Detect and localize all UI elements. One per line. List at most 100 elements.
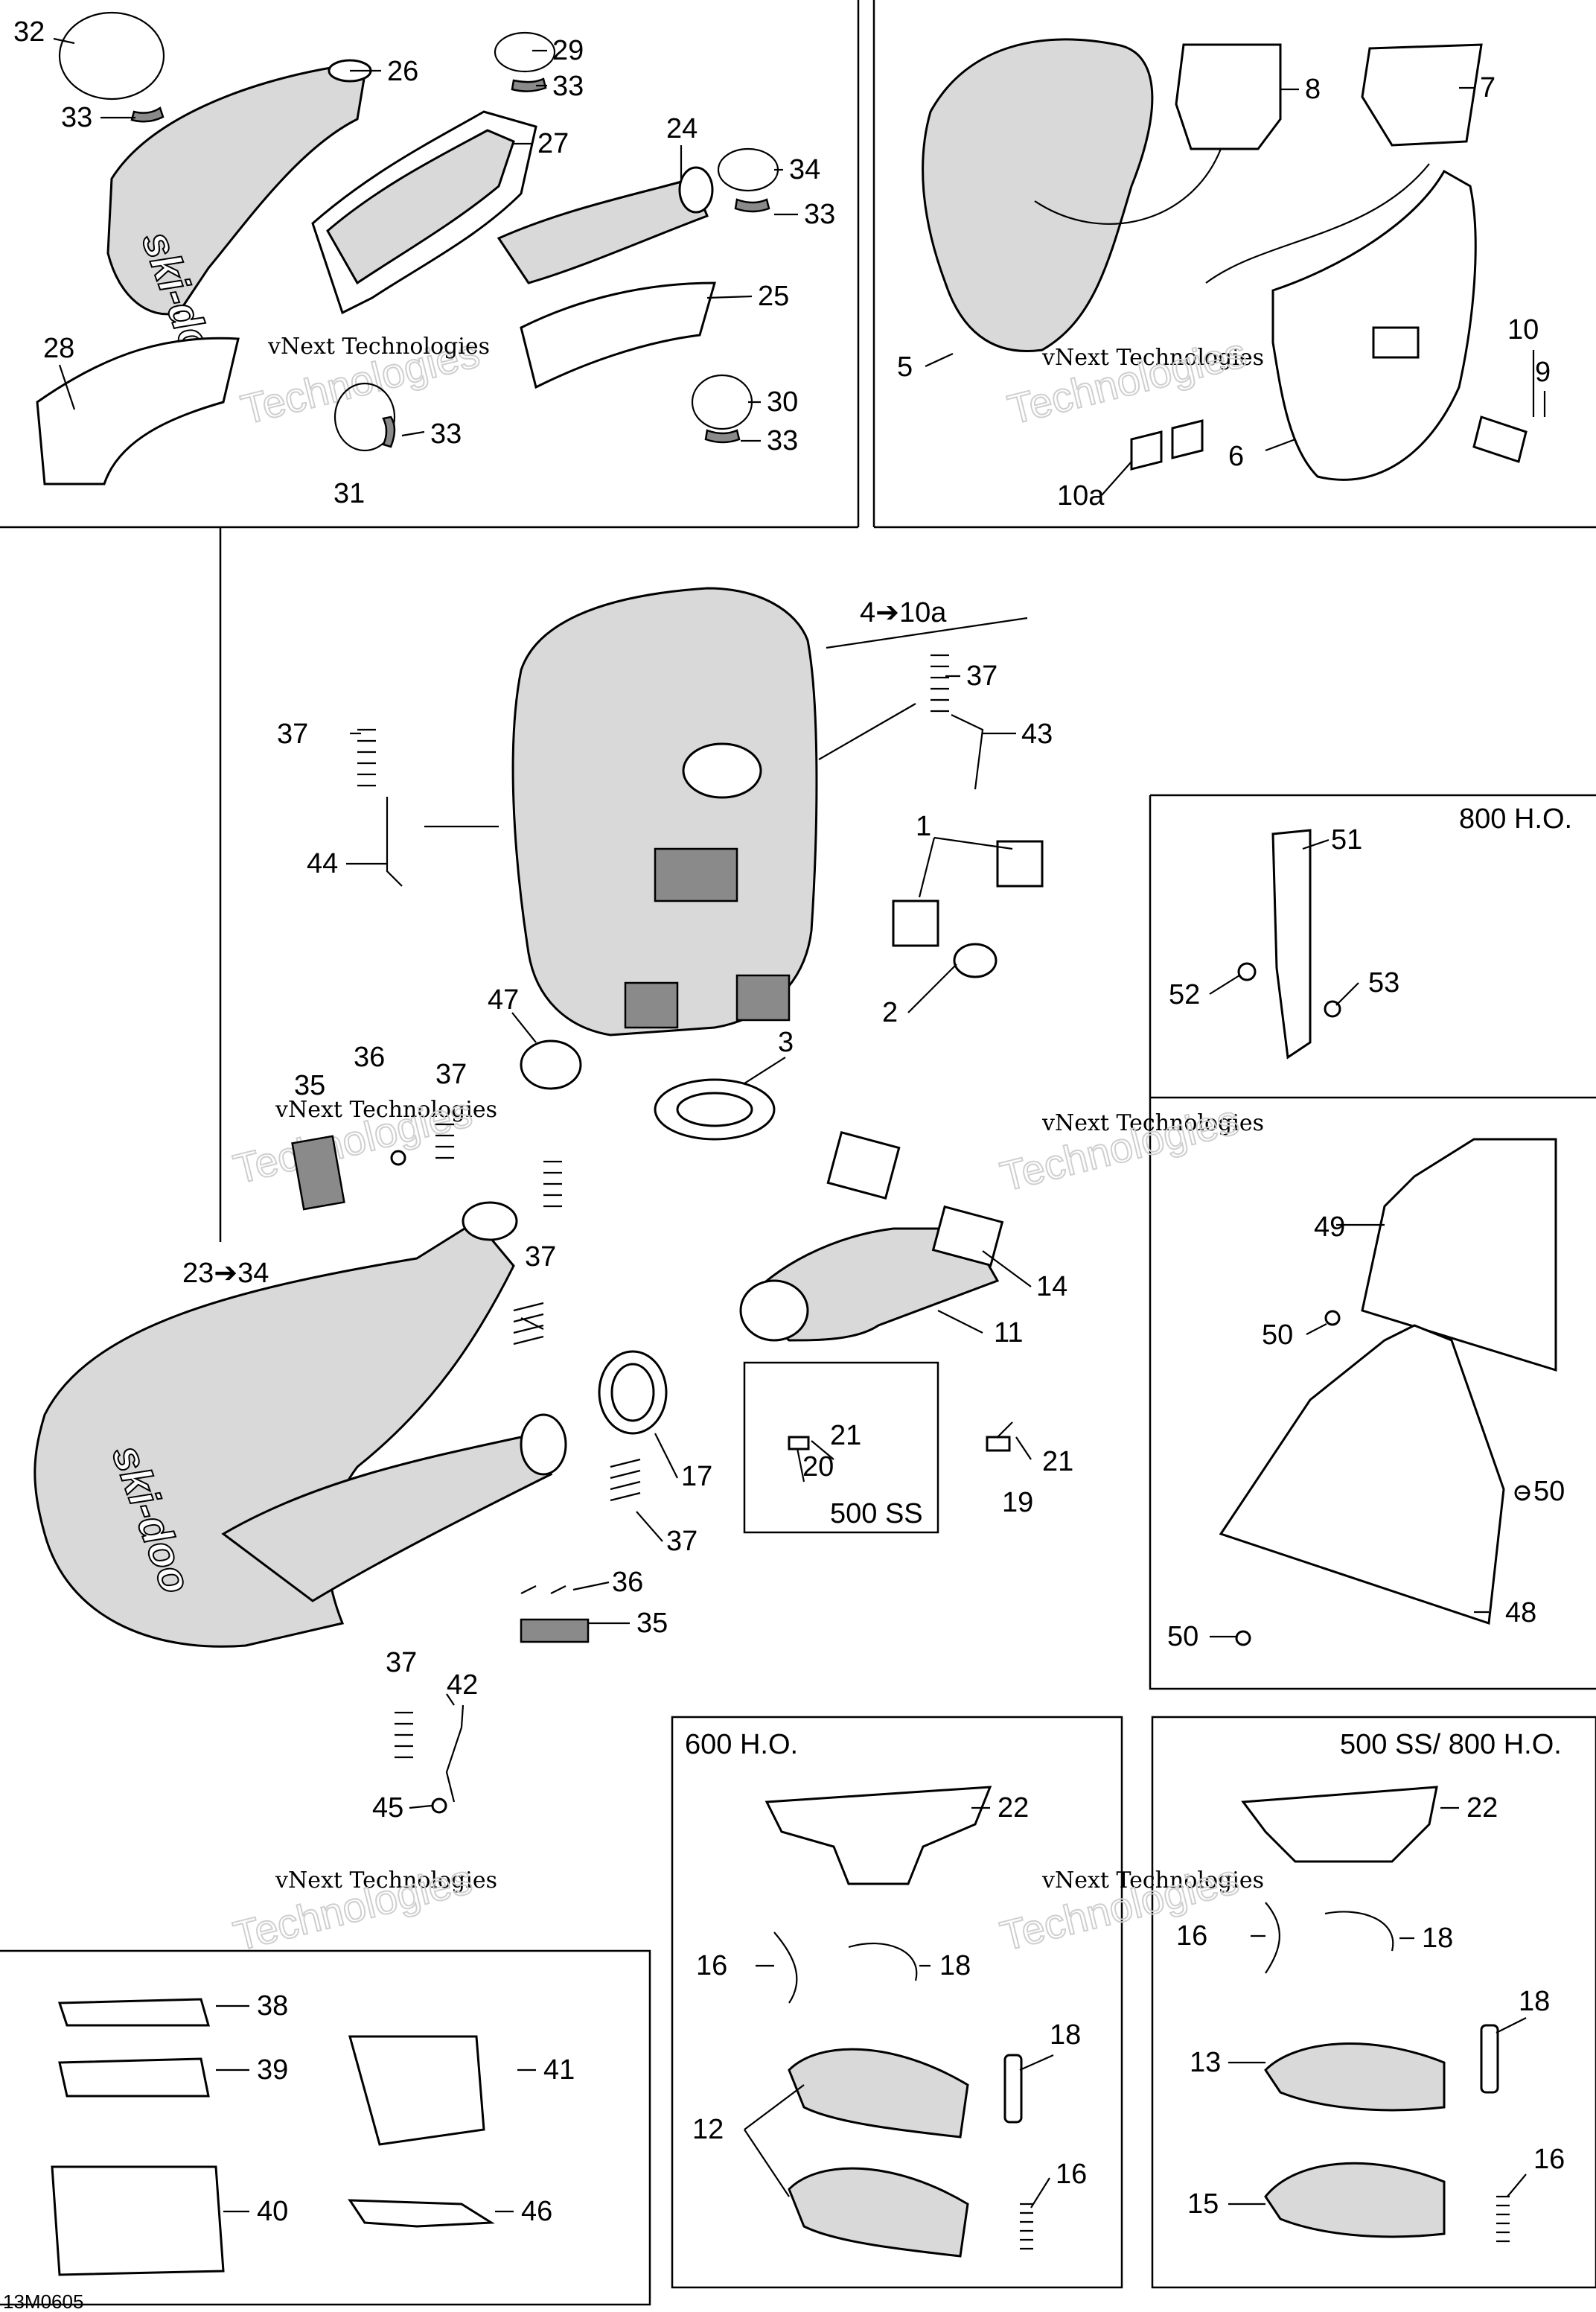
callout-22: 22 (1466, 1792, 1498, 1824)
gasket-22 (765, 1786, 992, 1885)
clamp-ring-29 (494, 31, 556, 73)
callout-4-to-10a: 4➔10a (860, 597, 947, 628)
leader (1205, 163, 1430, 284)
clamp-18 (848, 1942, 918, 1981)
callout-1: 1 (916, 811, 931, 842)
callout-37: 37 (666, 1526, 698, 1557)
callout-33: 33 (61, 102, 92, 133)
nuts-36 (520, 1585, 566, 1594)
box-label-500ss-800ho: 500 SS/ 800 H.O. (1340, 1729, 1562, 1760)
pipe-outlet (520, 1413, 567, 1476)
leader (818, 703, 916, 760)
callout-3: 3 (778, 1027, 794, 1058)
bracket-10a (1171, 419, 1204, 459)
bracket-42 (445, 1727, 463, 1803)
pipe-inlet (462, 1201, 518, 1241)
callout-9: 9 (1535, 357, 1551, 388)
panel-500ss-800ho (1241, 1786, 1510, 2243)
insulator-41 (348, 2035, 485, 2146)
insulator-46 (348, 2199, 495, 2228)
manifold-15 (1264, 2162, 1446, 2238)
box-label-800-ho: 800 H.O. (1459, 803, 1572, 835)
callout-38: 38 (257, 1990, 288, 2022)
callout-53: 53 (1368, 967, 1399, 999)
spring-16 (773, 1932, 798, 2004)
gasket-8 (1175, 43, 1282, 150)
callout-18: 18 (1519, 1986, 1550, 2017)
clamp-ring-34 (717, 147, 779, 192)
watermark-text: vNext Technologies (1041, 1867, 1264, 1894)
box-label-500-ss: 500 SS (830, 1498, 923, 1529)
callout-12: 12 (692, 2114, 724, 2145)
bracket-10a (1130, 430, 1163, 471)
callout-13: 13 (1190, 2047, 1221, 2078)
rubber-pad-1 (996, 840, 1044, 888)
callout-37: 37 (386, 1647, 417, 1678)
callout-35: 35 (294, 1070, 325, 1101)
clamp-ring-31 (333, 382, 396, 452)
callout-46: 46 (521, 2196, 552, 2227)
manifold-12 (788, 2167, 969, 2258)
callout-10: 10 (1507, 314, 1539, 345)
clamp-ring-32 (58, 11, 165, 101)
elbow-24-end (678, 166, 714, 214)
seal-47 (520, 1039, 582, 1090)
callout-numbers: 32 33 26 29 33 27 24 34 33 25 28 30 33 3… (13, 16, 1565, 2227)
main-assembly: ski-doo (33, 587, 1044, 1814)
callout-29: 29 (552, 35, 584, 66)
spring-16 (1496, 2195, 1510, 2243)
spring-37 (435, 1123, 454, 1159)
silencer-shell-6 (1271, 169, 1477, 481)
elbow-24 (497, 177, 709, 284)
clamp-ring-30 (691, 374, 753, 430)
callout-39: 39 (257, 2054, 288, 2086)
callout-18: 18 (1050, 2019, 1081, 2051)
callout-45: 45 (372, 1792, 403, 1824)
callout-31: 31 (333, 478, 365, 509)
clamp-18 (1324, 1911, 1394, 1952)
bolt-20 (795, 1444, 805, 1483)
callout-24: 24 (666, 113, 698, 144)
panel-800-ho (1237, 829, 1341, 1060)
watermark-text: vNext Technologies (1041, 1110, 1264, 1136)
callout-14: 14 (1036, 1271, 1067, 1302)
callout-35: 35 (636, 1608, 668, 1639)
insulator-38 (57, 1998, 210, 2027)
heat-shield-inner (326, 129, 515, 285)
heat-shield-49 (1361, 1138, 1557, 1372)
panel-600-ho (765, 1786, 1033, 2258)
callout-21: 21 (1042, 1446, 1073, 1477)
callout-18: 18 (939, 1950, 971, 1981)
callout-18: 18 (1422, 1923, 1453, 1954)
watermark-text: vNext Technologies (275, 1867, 497, 1894)
callout-36: 36 (354, 1042, 385, 1073)
callout-50: 50 (1262, 1319, 1293, 1351)
heat-shield-25 (520, 281, 716, 389)
gasket-22 (1241, 1786, 1438, 1863)
callout-50: 50 (1533, 1476, 1565, 1507)
callout-47: 47 (488, 984, 519, 1016)
callout-7: 7 (1480, 72, 1496, 104)
panel-bottom-left (51, 1998, 495, 2276)
spring-16 (1020, 2203, 1033, 2250)
callout-37: 37 (435, 1059, 467, 1090)
flange-gasket-14 (931, 1205, 1004, 1267)
callout-52: 52 (1169, 979, 1200, 1010)
insulator-28 (36, 337, 240, 485)
nut-36 (390, 1150, 406, 1166)
callout-37: 37 (966, 660, 998, 692)
callout-22: 22 (998, 1792, 1029, 1824)
callout-15: 15 (1187, 2188, 1219, 2220)
callout-23-to-34: 23➔34 (182, 1258, 269, 1289)
leader (1034, 148, 1222, 225)
callout-33: 33 (552, 71, 584, 102)
diagram-code: 13M0605 (3, 2290, 83, 2312)
callout-21: 21 (830, 1420, 861, 1451)
gasket-17-inner (610, 1363, 655, 1422)
callout-33: 33 (430, 418, 462, 450)
spring-clip-33 (130, 106, 165, 123)
mount-tab (735, 974, 791, 1022)
silencer-shell-5 (922, 38, 1154, 352)
